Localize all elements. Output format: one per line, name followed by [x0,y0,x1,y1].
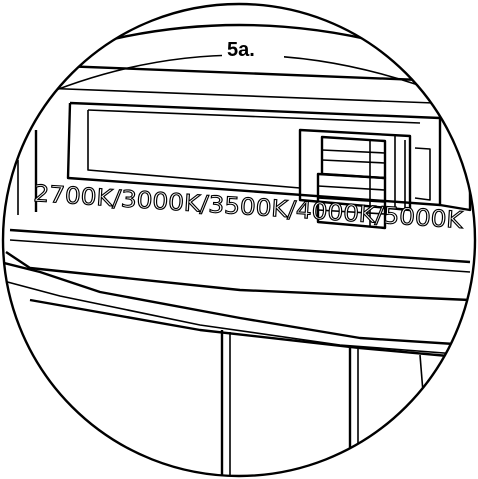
housing-lower-edge [9,228,471,264]
canopy-edge [3,260,471,347]
step-label-background [222,34,284,62]
housing-top-edge [61,64,421,82]
housing-mid-edge [39,87,461,105]
step-label: 5a. [227,39,255,61]
slide-switch-icon [298,128,412,230]
